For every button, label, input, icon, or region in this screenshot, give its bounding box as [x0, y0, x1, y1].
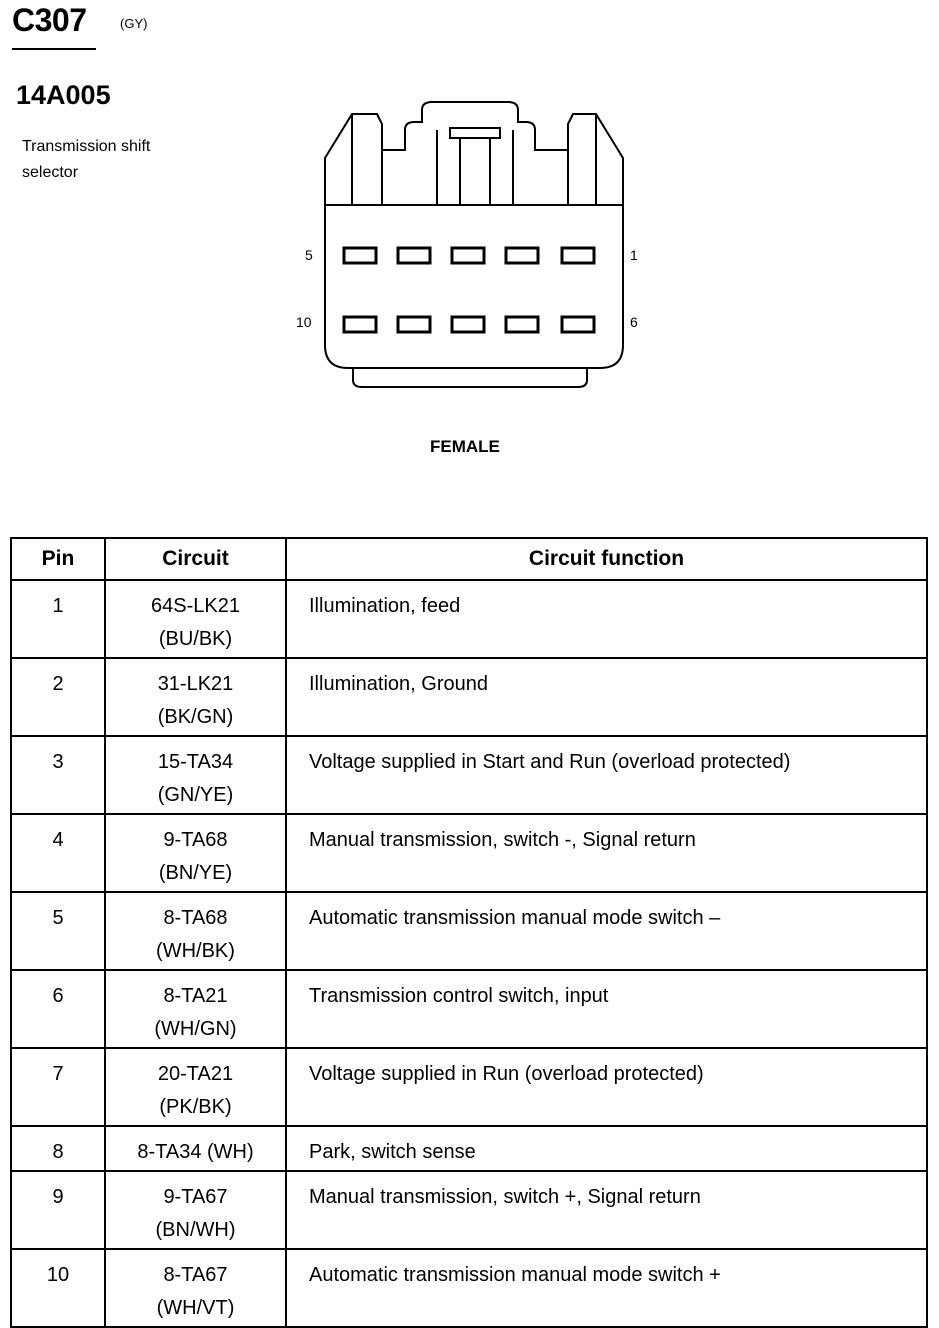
wire-color: (PK/BK) — [159, 1096, 232, 1118]
pin-number: 7 — [10, 1047, 106, 1127]
table-row: 3 15-TA34 (GN/YE) Voltage supplied in St… — [10, 735, 928, 815]
circuit-id: 9-TA67 — [163, 1186, 228, 1208]
connector-id: C307 — [12, 2, 87, 38]
circuit-id: 64S-LK21 — [151, 595, 240, 617]
circuit-function: Illumination, feed — [285, 579, 928, 659]
wire-color: (WH/GN) — [154, 1018, 237, 1040]
connector-housing — [324, 101, 624, 369]
circuit-cell: 9-TA67 (BN/WH) — [104, 1170, 287, 1250]
circuit-id: 8-TA21 — [163, 985, 228, 1007]
pin-number: 8 — [10, 1125, 106, 1172]
pin-cavity-1 — [560, 246, 596, 265]
table-row: 9 9-TA67 (BN/WH) Manual transmission, sw… — [10, 1170, 928, 1250]
pin-number: 4 — [10, 813, 106, 893]
pin-label-bottom-right: 6 — [630, 314, 638, 330]
wire-color: (BN/WH) — [155, 1219, 236, 1241]
pin-cavity-7 — [504, 315, 540, 334]
table-row: 1 64S-LK21 (BU/BK) Illumination, feed — [10, 579, 928, 659]
connector-gender: FEMALE — [430, 437, 500, 456]
circuit-id: 8-TA68 — [163, 907, 228, 929]
pin-label-bottom-left: 10 — [296, 314, 312, 330]
connector-color: (GY) — [120, 16, 148, 31]
center-lock-tab — [449, 127, 501, 139]
pin-cavity-2 — [504, 246, 540, 265]
header-circuit-function: Circuit function — [285, 537, 928, 581]
right-latch — [567, 114, 597, 205]
circuit-cell: 8-TA67 (WH/VT) — [104, 1248, 287, 1328]
pin-label-top-right: 1 — [630, 247, 638, 263]
circuit-cell: 15-TA34 (GN/YE) — [104, 735, 287, 815]
left-latch — [351, 114, 383, 205]
circuit-function: Park, switch sense — [285, 1125, 928, 1172]
circuit-function: Voltage supplied in Run (overload protec… — [285, 1047, 928, 1127]
center-lock — [436, 130, 514, 205]
circuit-cell: 8-TA68 (WH/BK) — [104, 891, 287, 971]
circuit-cell: 64S-LK21 (BU/BK) — [104, 579, 287, 659]
wire-color: (BU/BK) — [158, 628, 233, 650]
circuit-function: Illumination, Ground — [285, 657, 928, 737]
circuit-cell: 8-TA34 (WH) — [104, 1125, 287, 1172]
pin-cavity-10 — [342, 315, 378, 334]
circuit-id: 15-TA34 — [157, 751, 234, 773]
pin-number: 9 — [10, 1170, 106, 1250]
circuit-function: Automatic transmission manual mode switc… — [285, 891, 928, 971]
wire-color: (BK/GN) — [157, 706, 234, 728]
connector-id-underline — [12, 48, 96, 50]
pin-number: 6 — [10, 969, 106, 1049]
wire-color: (WH/BK) — [156, 940, 235, 962]
header-pin: Pin — [10, 537, 106, 581]
wire-color: (WH/VT) — [156, 1297, 235, 1319]
pin-table: Pin Circuit Circuit function 1 64S-LK21 … — [10, 537, 928, 1328]
table-row: 4 9-TA68 (BN/YE) Manual transmission, sw… — [10, 813, 928, 893]
circuit-cell: 20-TA21 (PK/BK) — [104, 1047, 287, 1127]
wire-color: (GN/YE) — [157, 784, 234, 806]
wire-color: (BN/YE) — [158, 862, 233, 884]
table-row: 8 8-TA34 (WH) Park, switch sense — [10, 1125, 928, 1172]
table-row: 7 20-TA21 (PK/BK) Voltage supplied in Ru… — [10, 1047, 928, 1127]
circuit-cell: 9-TA68 (BN/YE) — [104, 813, 287, 893]
table-row: 2 31-LK21 (BK/GN) Illumination, Ground — [10, 657, 928, 737]
circuit-id: 8-TA34 (WH) — [137, 1141, 254, 1163]
pin-cavity-9 — [396, 315, 432, 334]
connector-face-diagram — [324, 101, 624, 388]
circuit-function: Automatic transmission manual mode switc… — [285, 1248, 928, 1328]
connector-bottom-flange — [352, 368, 588, 388]
circuit-function: Manual transmission, switch -, Signal re… — [285, 813, 928, 893]
pin-label-top-left: 5 — [305, 247, 313, 263]
header-circuit: Circuit — [104, 537, 287, 581]
pin-cavity-6 — [560, 315, 596, 334]
circuit-id: 31-LK21 — [157, 673, 234, 695]
circuit-cell: 31-LK21 (BK/GN) — [104, 657, 287, 737]
pin-number: 2 — [10, 657, 106, 737]
table-header-row: Pin Circuit Circuit function — [10, 537, 928, 581]
pin-number: 10 — [10, 1248, 106, 1328]
part-description: Transmission shift selector — [22, 138, 151, 181]
pin-number: 1 — [10, 579, 106, 659]
table-row: 5 8-TA68 (WH/BK) Automatic transmission … — [10, 891, 928, 971]
circuit-id: 9-TA68 — [163, 829, 228, 851]
circuit-id: 20-TA21 — [157, 1063, 234, 1085]
pin-cavity-5 — [342, 246, 378, 265]
circuit-function: Voltage supplied in Start and Run (overl… — [285, 735, 928, 815]
table-row: 6 8-TA21 (WH/GN) Transmission control sw… — [10, 969, 928, 1049]
pin-number: 3 — [10, 735, 106, 815]
pin-cavity-8 — [450, 315, 486, 334]
circuit-cell: 8-TA21 (WH/GN) — [104, 969, 287, 1049]
circuit-function: Manual transmission, switch +, Signal re… — [285, 1170, 928, 1250]
pin-cavity-3 — [450, 246, 486, 265]
circuit-function: Transmission control switch, input — [285, 969, 928, 1049]
circuit-id: 8-TA67 — [163, 1264, 228, 1286]
part-number: 14A005 — [16, 80, 111, 110]
pin-cavity-4 — [396, 246, 432, 265]
table-row: 10 8-TA67 (WH/VT) Automatic transmission… — [10, 1248, 928, 1328]
pin-number: 5 — [10, 891, 106, 971]
connector-inner-band — [324, 158, 624, 206]
